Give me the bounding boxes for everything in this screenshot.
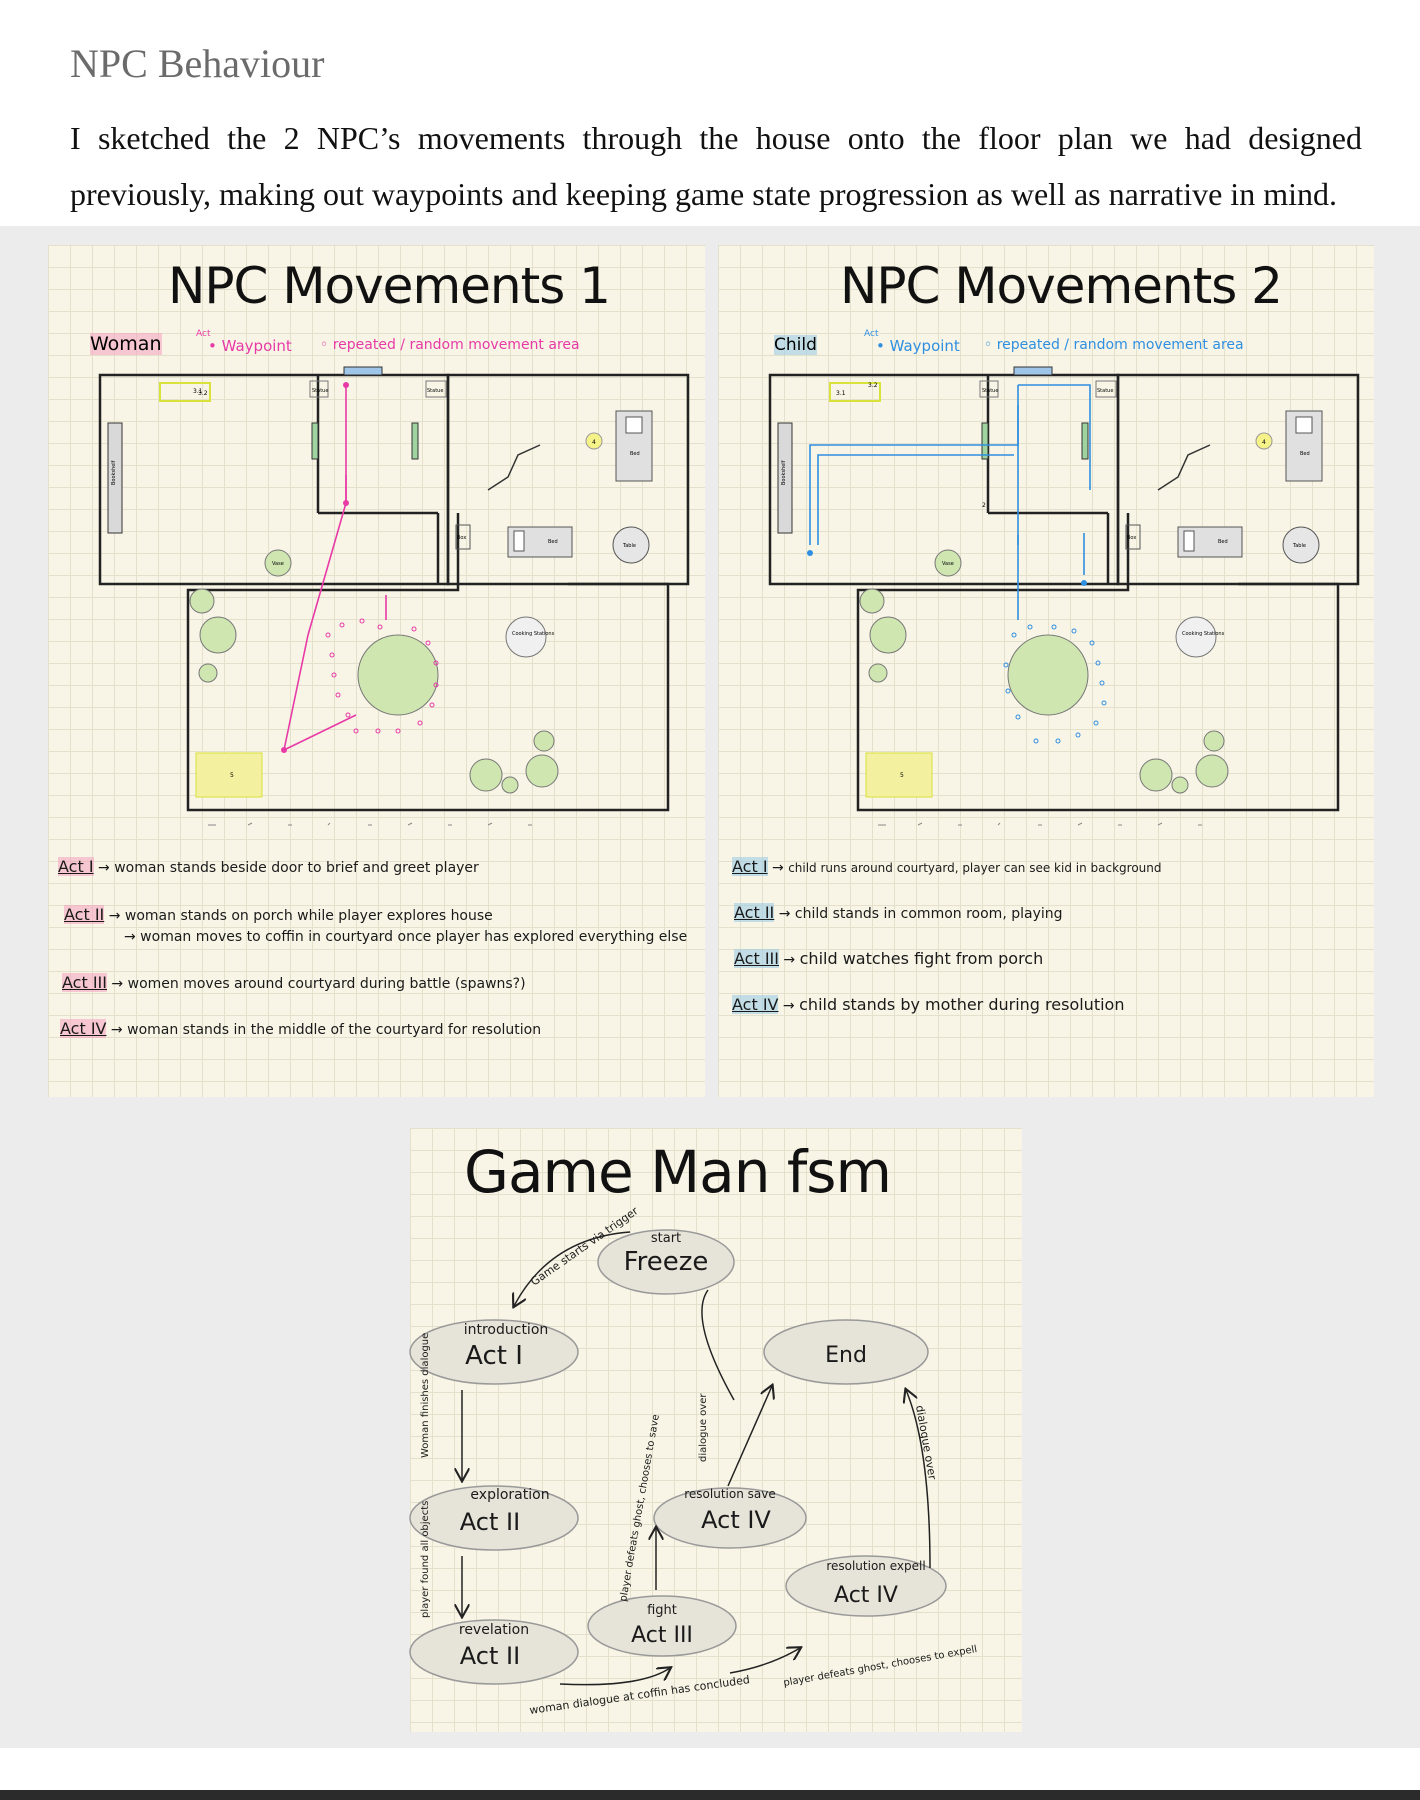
floor-plan-2: Bookshelf 3.1 3.2 Statue Statue Vase Box…	[768, 366, 1360, 826]
svg-text:player defeats ghost, chooses: player defeats ghost, chooses to expell	[783, 1644, 978, 1689]
svg-text:Bed: Bed	[548, 539, 558, 545]
game-manager-fsm-sketch: Game Man fsm start Freeze introduction A…	[409, 1128, 1022, 1732]
state-exploration	[409, 1485, 579, 1551]
bottom-bar	[0, 1790, 1420, 1800]
svg-text:player found all objects: player found all objects	[420, 1501, 431, 1618]
svg-text:Statue: Statue	[982, 388, 998, 394]
svg-text:3.1: 3.1	[836, 390, 846, 397]
state-end	[763, 1319, 929, 1385]
legend-act: Act	[864, 329, 879, 339]
svg-text:Act II: Act II	[460, 1508, 520, 1536]
svg-text:Box: Box	[1127, 535, 1136, 541]
svg-text:3.2: 3.2	[198, 390, 208, 397]
state-freeze-sub: start	[651, 1231, 681, 1246]
svg-text:introduction: introduction	[464, 1322, 549, 1338]
legend-area: ◦ repeated / random movement area	[320, 337, 580, 353]
subject-label: Child	[774, 335, 817, 355]
svg-text:Vase: Vase	[272, 561, 284, 567]
state-fight	[587, 1595, 737, 1657]
subject-label: Woman	[90, 333, 162, 355]
fsm-title: Game Man fsm	[464, 1138, 892, 1206]
svg-text:Bookshelf: Bookshelf	[781, 460, 787, 485]
svg-text:Statue: Statue	[312, 388, 328, 394]
svg-text:Table: Table	[622, 543, 636, 549]
svg-text:3.1: 3.1	[193, 388, 203, 395]
svg-text:fight: fight	[647, 1603, 677, 1618]
svg-text:3.2: 3.2	[868, 382, 878, 389]
svg-text:Bed: Bed	[1218, 539, 1228, 545]
act-note: Act III → women moves around courtyard d…	[62, 973, 526, 992]
floor-plan-1: Bookshelf 3.2 3.1 Statue Statue Vase Box…	[98, 366, 690, 826]
act-note: Act II → child stands in common room, pl…	[734, 903, 1063, 922]
npc-movements-2-sketch: NPC Movements 2 Child Act • Waypoint ◦ r…	[718, 245, 1374, 1097]
svg-text:Statue: Statue	[1097, 388, 1113, 394]
fsm-diagram: start Freeze introduction Act I End expl…	[409, 1204, 978, 1717]
svg-text:2: 2	[982, 502, 986, 509]
svg-text:Act II: Act II	[460, 1642, 520, 1670]
svg-text:Bed: Bed	[630, 451, 640, 457]
svg-text:resolution save: resolution save	[684, 1487, 775, 1501]
act-note: Act III → child watches fight from porch	[734, 949, 1044, 968]
svg-text:dialogue over: dialogue over	[913, 1404, 939, 1481]
svg-text:exploration: exploration	[470, 1487, 549, 1503]
act-note: Act I → woman stands beside door to brie…	[58, 857, 479, 876]
panel-title: NPC Movements 2	[840, 257, 1283, 315]
svg-text:Bed: Bed	[1300, 451, 1310, 457]
act-note: Act IV → woman stands in the middle of t…	[60, 1019, 542, 1038]
body-paragraph: I sketched the 2 NPC’s movements through…	[70, 120, 1362, 212]
panel-title: NPC Movements 1	[168, 257, 611, 315]
svg-text:dialogue over: dialogue over	[698, 1393, 709, 1462]
legend-waypoint: • Waypoint	[208, 337, 292, 355]
state-act1	[409, 1319, 579, 1385]
svg-text:5: 5	[230, 772, 234, 779]
npc-movements-1-sketch: NPC Movements 1 Woman Act • Waypoint ◦ r…	[48, 245, 705, 1097]
legend-waypoint: • Waypoint	[876, 337, 960, 355]
state-resolution-save	[653, 1487, 807, 1549]
bookshelf-label: Bookshelf	[111, 460, 117, 485]
state-revelation	[409, 1619, 579, 1685]
svg-text:5: 5	[900, 772, 904, 779]
act-note: Act IV → child stands by mother during r…	[732, 995, 1125, 1014]
state-freeze	[597, 1229, 735, 1295]
svg-text:Act IV: Act IV	[701, 1506, 771, 1534]
svg-text:End: End	[825, 1343, 867, 1368]
act-note: Act I → child runs around courtyard, pla…	[732, 857, 1162, 876]
svg-text:Cooking Stations: Cooking Stations	[1182, 631, 1225, 637]
svg-text:Vase: Vase	[942, 561, 954, 567]
svg-text:Box: Box	[457, 535, 466, 541]
svg-text:Statue: Statue	[427, 388, 443, 394]
svg-text:Act IV: Act IV	[834, 1583, 898, 1608]
state-freeze-label: Freeze	[624, 1247, 709, 1277]
legend-area: ◦ repeated / random movement area	[984, 337, 1244, 353]
state-resolution-expell	[785, 1555, 947, 1617]
svg-text:Act III: Act III	[631, 1623, 693, 1648]
section-heading: NPC Behaviour	[70, 41, 325, 86]
act-note: → woman moves to coffin in courtyard onc…	[124, 929, 688, 945]
act-note: Act II → woman stands on porch while pla…	[64, 905, 493, 924]
svg-text:Cooking Stations: Cooking Stations	[512, 631, 555, 637]
svg-text:Woman finishes dialogue: Woman finishes dialogue	[420, 1333, 431, 1458]
svg-text:resolution expell: resolution expell	[826, 1559, 925, 1573]
svg-text:4: 4	[1262, 439, 1266, 446]
legend-act: Act	[196, 329, 211, 339]
svg-text:Table: Table	[1292, 543, 1306, 549]
svg-text:Act I: Act I	[465, 1341, 523, 1371]
svg-text:4: 4	[592, 439, 596, 446]
svg-text:revelation: revelation	[459, 1622, 529, 1638]
